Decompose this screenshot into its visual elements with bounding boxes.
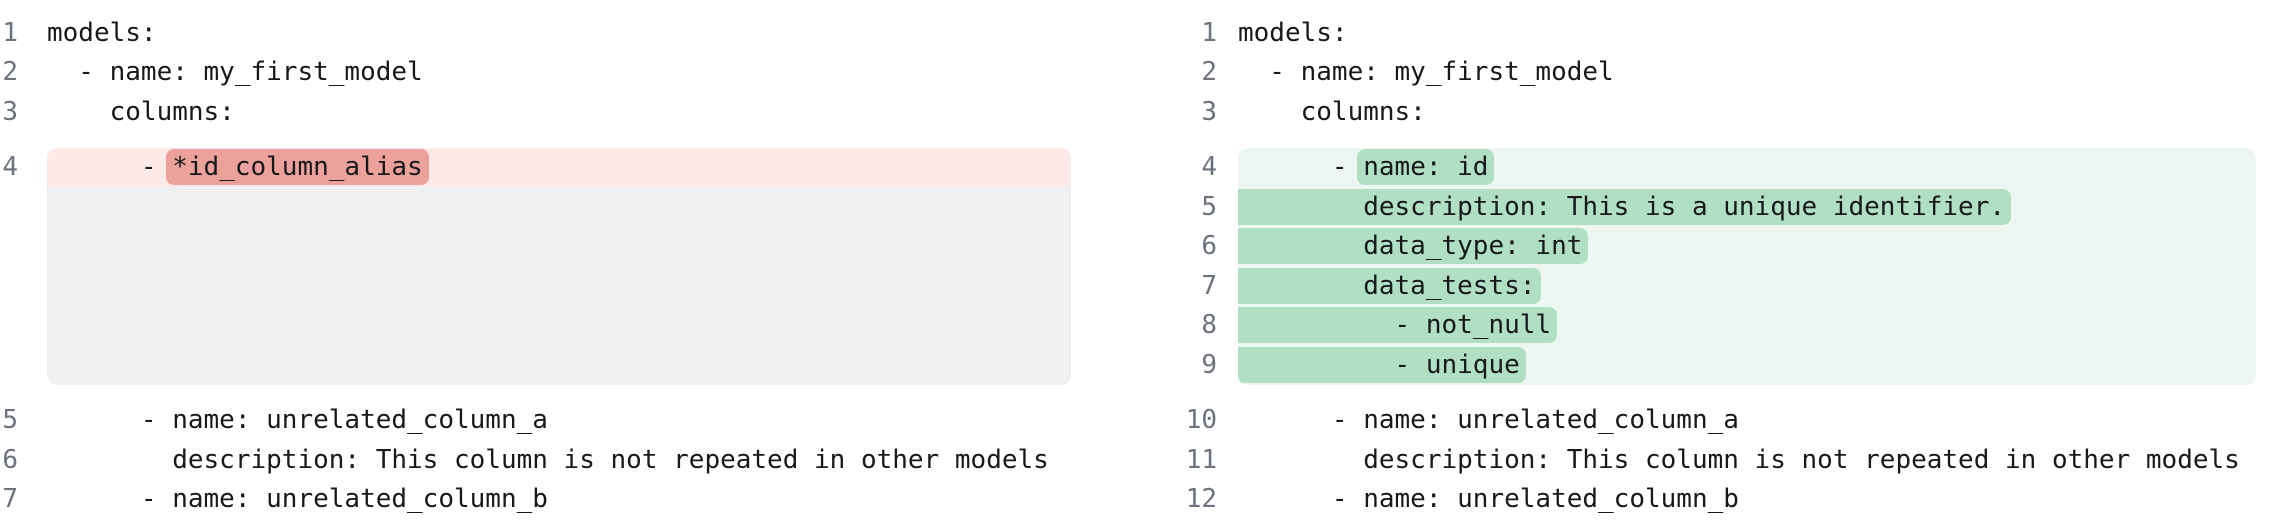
code-text: - name: unrelated_column_b <box>47 484 548 515</box>
added-line: description: This is a unique identifier… <box>1238 187 2256 227</box>
code-line: 11 description: This column is not repea… <box>1139 440 2278 480</box>
added-line: - unique <box>1238 345 2256 385</box>
code-text: - name: unrelated_column_a <box>47 405 548 436</box>
code-text: - name: my_first_model <box>47 57 423 88</box>
removed-line: - *id_column_alias <box>47 147 1071 187</box>
line-number: 9 <box>1201 349 1217 380</box>
code-text: - *id_column_alias <box>47 149 429 186</box>
code-line: 3 columns: <box>0 92 1139 132</box>
added-word-highlight: description: This is a unique identifier… <box>1238 188 2012 225</box>
code-line: 3 columns: <box>1139 92 2278 132</box>
code-line: 2 - name: my_first_model <box>1139 53 2278 93</box>
line-number: 4 <box>2 152 18 183</box>
line-number: 6 <box>1201 231 1217 262</box>
added-word-highlight: data_tests: <box>1238 267 1542 304</box>
line-number: 7 <box>1201 270 1217 301</box>
code-line: 5 - name: unrelated_column_a <box>0 401 1139 441</box>
code-text: data_tests: <box>1238 267 1542 304</box>
added-line-prefix: - <box>1238 152 1364 183</box>
diff-pane-modified: 1 models: 2 - name: my_first_model 3 col… <box>1139 0 2278 519</box>
code-line: 1 models: <box>0 13 1139 53</box>
code-line: 6 description: This column is not repeat… <box>0 440 1139 480</box>
code-text: description: This column is not repeated… <box>1238 444 2240 475</box>
added-hunk: 4 5 6 7 8 9 - name: id description: This… <box>1139 147 2278 385</box>
added-line: data_tests: <box>1238 266 2256 306</box>
added-line: - not_null <box>1238 306 2256 346</box>
code-text: data_type: int <box>1238 228 1589 265</box>
diff-pane-original: 1 models: 2 - name: my_first_model 3 col… <box>0 0 1139 519</box>
line-number: 5 <box>2 405 18 436</box>
code-line: 10 - name: unrelated_column_a <box>1139 401 2278 441</box>
line-number: 12 <box>1185 484 1217 515</box>
added-word-highlight: name: id <box>1357 149 1495 186</box>
hunk-line-numbers: 4 5 6 7 8 9 <box>1139 148 1238 385</box>
line-number: 1 <box>1201 17 1217 48</box>
code-text: - not_null <box>1238 307 1558 344</box>
line-number: 3 <box>2 96 18 127</box>
code-text: - name: unrelated_column_a <box>1238 405 1739 436</box>
code-line: 7 - name: unrelated_column_b <box>0 480 1139 520</box>
line-number: 8 <box>1201 310 1217 341</box>
code-text: description: This column is not repeated… <box>47 444 1049 475</box>
removed-hunk: 4 - *id_column_alias <box>0 147 1139 385</box>
line-number: 7 <box>2 484 18 515</box>
code-text: - unique <box>1238 346 1526 383</box>
hunk-line-numbers: 4 <box>0 148 47 385</box>
line-number: 4 <box>1201 152 1217 183</box>
code-line: 12 - name: unrelated_column_b <box>1139 480 2278 520</box>
line-number: 2 <box>1201 57 1217 88</box>
line-number: 6 <box>2 444 18 475</box>
alignment-placeholder <box>47 187 1071 385</box>
removed-word-highlight: *id_column_alias <box>166 149 429 186</box>
removed-hunk-body: - *id_column_alias <box>47 147 1071 385</box>
added-line: - name: id <box>1238 148 2256 188</box>
added-hunk-body: - name: id description: This is a unique… <box>1238 147 2256 385</box>
added-line: data_type: int <box>1238 227 2256 267</box>
line-number: 1 <box>2 17 18 48</box>
code-line: 2 - name: my_first_model <box>0 53 1139 93</box>
added-word-highlight: - not_null <box>1238 307 1558 344</box>
code-text: models: <box>47 17 157 48</box>
line-number: 2 <box>2 57 18 88</box>
line-number: 3 <box>1201 96 1217 127</box>
code-text: columns: <box>1238 96 1426 127</box>
added-word-highlight: data_type: int <box>1238 228 1589 265</box>
code-line: 1 models: <box>1139 13 2278 53</box>
added-word-highlight: - unique <box>1238 346 1526 383</box>
line-number: 5 <box>1201 191 1217 222</box>
code-text: - name: id <box>1238 149 1495 186</box>
code-text: - name: my_first_model <box>1238 57 1614 88</box>
code-text: description: This is a unique identifier… <box>1238 188 2012 225</box>
line-number: 11 <box>1185 444 1217 475</box>
code-text: - name: unrelated_column_b <box>1238 484 1739 515</box>
line-number: 10 <box>1185 405 1217 436</box>
code-text: columns: <box>47 96 235 127</box>
code-text: models: <box>1238 17 1348 48</box>
removed-line-prefix: - <box>47 152 173 183</box>
